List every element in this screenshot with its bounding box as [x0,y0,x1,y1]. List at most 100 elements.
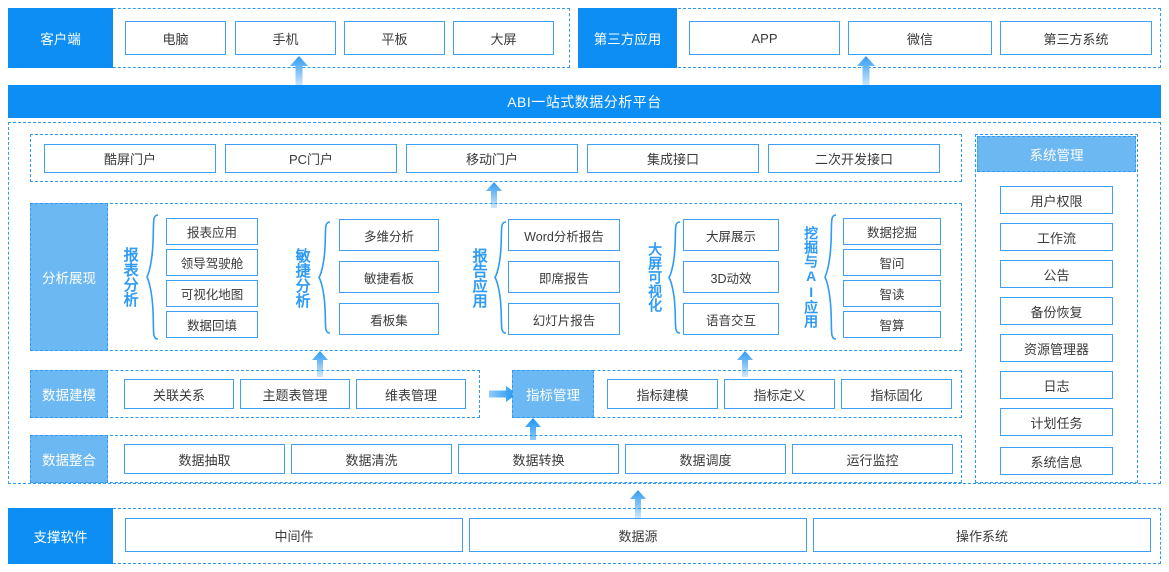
analysis-group-label-report-app: 报告应用 [467,220,491,335]
client-item-tablet[interactable]: 平板 [344,21,445,55]
client-item-bigscreen[interactable]: 大屏 [453,21,554,55]
analysis-item-report-app[interactable]: 报表应用 [166,218,258,245]
system-item-backup-restore[interactable]: 备份恢复 [1000,297,1113,325]
modeling-label: 数据建模 [30,370,108,418]
label: 看板集 [370,313,408,328]
analysis-item-bigscreen-display[interactable]: 大屏展示 [683,219,779,251]
analysis-item-slide-report[interactable]: 幻灯片报告 [508,303,620,335]
client-label: 客户端 [8,8,113,68]
label: 挖掘与AI应用 [803,226,820,328]
analysis-item-voice-interaction[interactable]: 语音交互 [683,303,779,335]
metric-item-solidify[interactable]: 指标固化 [841,379,952,409]
label: 智算 [879,319,905,333]
third-party-item-external[interactable]: 第三方系统 [1000,21,1152,55]
analysis-label: 分析展现 [30,203,108,351]
support-item-middleware[interactable]: 中间件 [125,518,463,552]
system-item-scheduled-task[interactable]: 计划任务 [1000,408,1113,436]
platform-body-frame [8,122,1161,484]
client-item-phone[interactable]: 手机 [235,21,336,55]
arrow-up-to-platform [628,490,648,518]
analysis-item-3d-effects[interactable]: 3D动效 [683,261,779,293]
analysis-item-visual-map[interactable]: 可视化地图 [166,280,258,307]
label: 计划任务 [1030,415,1083,431]
integration-item-schedule[interactable]: 数据调度 [625,444,786,474]
label: 报告应用 [470,247,488,308]
portal-item-dev-api[interactable]: 二次开发接口 [768,144,940,173]
label: 平板 [381,31,408,47]
label: 数据抽取 [178,452,231,468]
platform-title: ABI一站式数据分析平台 [507,93,662,110]
modeling-item-dimension-table[interactable]: 维表管理 [356,379,466,409]
portal-item-pc[interactable]: PC门户 [225,144,397,173]
integration-item-monitor[interactable]: 运行监控 [792,444,953,474]
label: 幻灯片报告 [532,313,596,328]
brace-report [146,213,159,341]
support-item-os[interactable]: 操作系统 [813,518,1151,552]
label: 数据回填 [186,319,237,333]
arrow-up-to-bigscreen [735,351,755,377]
third-party-item-app[interactable]: APP [689,21,840,55]
analysis-item-smart-read[interactable]: 智读 [843,280,941,307]
label: Word分析报告 [524,229,604,244]
analysis-item-board-set[interactable]: 看板集 [339,303,439,335]
system-item-workflow[interactable]: 工作流 [1000,223,1113,251]
analysis-group-label-bigscreen: 大屏可视化 [644,213,666,341]
system-item-announcement[interactable]: 公告 [1000,260,1113,288]
analysis-label-text: 分析展现 [42,271,96,286]
label: 集成接口 [646,152,699,167]
metric-item-definition[interactable]: 指标定义 [724,379,835,409]
label: 敏捷看板 [363,271,414,286]
system-item-log[interactable]: 日志 [1000,371,1113,399]
client-label-text-real: 客户端 [40,32,81,47]
support-label: 支撑软件 [8,508,113,564]
arrow-up-to-portal [484,182,504,208]
analysis-item-multi-dim[interactable]: 多维分析 [339,219,439,251]
label: 微信 [906,31,933,47]
label: 备份恢复 [1030,304,1083,320]
portal-item-integration-api[interactable]: 集成接口 [587,144,759,173]
label: 大屏 [490,31,517,47]
client-item-pc[interactable]: 电脑 [125,21,226,55]
analysis-item-smart-calc[interactable]: 智算 [843,311,941,338]
modeling-label-text: 数据建模 [42,388,96,403]
label: 日志 [1043,378,1070,394]
support-item-datasource[interactable]: 数据源 [469,518,807,552]
label: 中间件 [274,528,314,544]
system-item-resource-manager[interactable]: 资源管理器 [1000,334,1113,362]
label: 数据清洗 [345,452,398,468]
analysis-item-data-writeback[interactable]: 数据回填 [166,311,258,338]
label: 即席报告 [538,271,589,286]
analysis-item-agile-board[interactable]: 敏捷看板 [339,261,439,293]
metric-label-text: 指标管理 [526,388,580,403]
label: 大屏可视化 [647,242,664,312]
modeling-item-relations[interactable]: 关联关系 [124,379,234,409]
third-party-item-wechat[interactable]: 微信 [848,21,992,55]
label: 公告 [1043,267,1070,283]
metric-item-modeling[interactable]: 指标建模 [607,379,718,409]
arrow-right-to-metric [489,386,517,402]
label: 指标定义 [753,387,806,403]
integration-item-clean[interactable]: 数据清洗 [291,444,452,474]
integration-label-text: 数据整合 [42,453,96,468]
integration-item-extract[interactable]: 数据抽取 [124,444,285,474]
label: 手机 [272,31,299,47]
arrow-up-to-agile [310,351,330,377]
analysis-item-exec-dashboard[interactable]: 领导驾驶舱 [166,249,258,276]
system-item-user-permission[interactable]: 用户权限 [1000,186,1113,214]
modeling-item-subject-table[interactable]: 主题表管理 [240,379,350,409]
label: 工作流 [1036,230,1076,246]
portal-item-coolscreen[interactable]: 酷屏门户 [44,144,216,173]
integration-item-transform[interactable]: 数据转换 [458,444,619,474]
platform-banner: ABI一站式数据分析平台 [8,85,1161,118]
analysis-item-word-report[interactable]: Word分析报告 [508,219,620,251]
portal-row [30,134,962,182]
support-label-text: 支撑软件 [33,530,88,545]
portal-item-mobile[interactable]: 移动门户 [406,144,578,173]
system-item-system-info[interactable]: 系统信息 [1000,447,1113,475]
analysis-item-smart-ask[interactable]: 智问 [843,249,941,276]
label: 电脑 [162,31,189,47]
analysis-item-data-mining[interactable]: 数据挖掘 [843,218,941,245]
metric-label: 指标管理 [512,370,594,418]
analysis-item-adhoc-report[interactable]: 即席报告 [508,261,620,293]
system-management-label: 系统管理 [977,136,1136,172]
